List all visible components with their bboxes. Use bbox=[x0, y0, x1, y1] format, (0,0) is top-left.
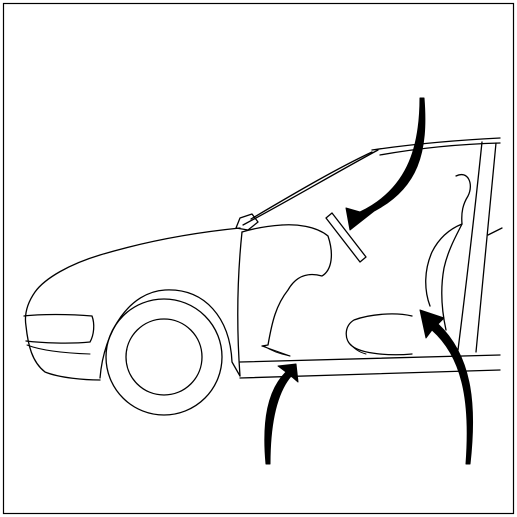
arrow-lower-sill bbox=[265, 364, 298, 464]
headlamp bbox=[24, 315, 94, 344]
seat-back bbox=[442, 175, 471, 330]
arrow-seat-area bbox=[420, 310, 473, 464]
windshield-upper bbox=[251, 152, 372, 219]
front-rim bbox=[126, 319, 202, 395]
b-pillar-front bbox=[458, 142, 482, 350]
front-tire bbox=[106, 299, 222, 415]
wheel-arch bbox=[100, 290, 240, 378]
frame-border bbox=[4, 4, 514, 514]
rear-window-line bbox=[488, 228, 502, 235]
bumper-line bbox=[27, 345, 90, 354]
door-opening-front bbox=[238, 232, 242, 376]
kick-panel-trim bbox=[262, 225, 331, 346]
car-body bbox=[24, 138, 502, 415]
seat-cushion bbox=[346, 314, 412, 355]
arrow-upper-door bbox=[346, 98, 425, 230]
door-opening-top bbox=[242, 225, 282, 232]
